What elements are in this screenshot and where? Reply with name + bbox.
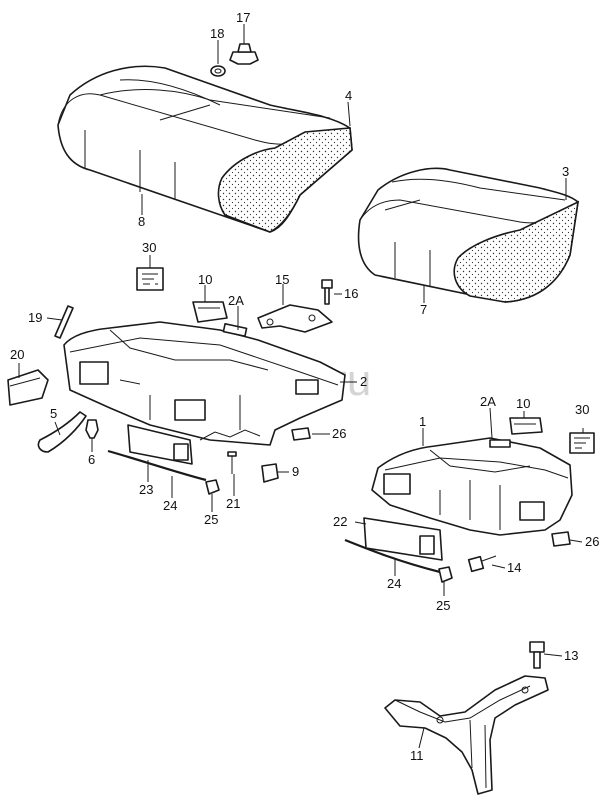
- seat-frame-right: [371, 437, 573, 536]
- callout-26-left: 26: [332, 426, 346, 441]
- label-30-right: [569, 432, 595, 454]
- clip-6: [85, 419, 99, 439]
- callout-7: 7: [420, 302, 427, 317]
- callout-13: 13: [564, 648, 578, 663]
- callout-21: 21: [226, 496, 240, 511]
- pad-10-left: [192, 301, 228, 323]
- callout-25-left: 25: [204, 512, 218, 527]
- callout-2a-right: 2A: [480, 394, 496, 409]
- grommet-18: [210, 65, 226, 77]
- callout-11: 11: [410, 748, 424, 763]
- bolt-16: [321, 279, 333, 305]
- seat-cushion-large: [57, 65, 353, 233]
- panel-23: [127, 424, 193, 465]
- strap-5: [37, 411, 87, 453]
- callout-26-right: 26: [585, 534, 599, 549]
- cable-24-left: [107, 449, 207, 482]
- bracket-15: [257, 304, 333, 333]
- seat-frame-left: [63, 321, 346, 446]
- callout-17: 17: [236, 10, 250, 25]
- clip-9: [261, 463, 279, 483]
- callout-6: 6: [88, 452, 95, 467]
- pad-26-left: [291, 427, 311, 441]
- bolt-13: [529, 641, 545, 669]
- callout-8: 8: [138, 214, 145, 229]
- screw-21: [227, 451, 237, 474]
- bolt-14: [467, 555, 497, 573]
- pad-10-right: [509, 417, 543, 435]
- panel-22: [363, 517, 443, 561]
- cover-20: [7, 369, 49, 406]
- callout-2a-left: 2A: [228, 293, 244, 308]
- callout-10-right: 10: [516, 396, 530, 411]
- bracket-11: [384, 675, 549, 795]
- callout-16: 16: [344, 286, 358, 301]
- seat-cushion-small: [357, 167, 580, 303]
- nut-25-left: [205, 479, 220, 495]
- callout-4: 4: [345, 88, 352, 103]
- callout-10-left: 10: [198, 272, 212, 287]
- callout-3: 3: [562, 164, 569, 179]
- callout-5: 5: [50, 406, 57, 421]
- label-30-left: [136, 267, 164, 291]
- callout-20: 20: [10, 347, 24, 362]
- callout-1: 1: [419, 414, 426, 429]
- callout-30-right: 30: [575, 402, 589, 417]
- callout-labels: 17 18 4 3 8 7 30 10 15 16 2A 2 19 20 5 6…: [10, 10, 599, 763]
- wire-19: [54, 305, 74, 339]
- callout-9: 9: [292, 464, 299, 479]
- callout-15: 15: [275, 272, 289, 287]
- callout-24-left: 24: [163, 498, 177, 513]
- callout-22: 22: [333, 514, 347, 529]
- callout-14: 14: [507, 560, 521, 575]
- nut-25-right: [438, 566, 453, 583]
- callout-23: 23: [139, 482, 153, 497]
- pad-26-right: [551, 531, 571, 547]
- callout-30-left: 30: [142, 240, 156, 255]
- cable-24-right: [344, 538, 441, 574]
- callout-25-right: 25: [436, 598, 450, 613]
- callout-19: 19: [28, 310, 42, 325]
- callout-24-right: 24: [387, 576, 401, 591]
- leader-lines: [18, 24, 584, 749]
- callout-2: 2: [360, 374, 367, 389]
- callout-18: 18: [210, 26, 224, 41]
- clip-17: [229, 43, 259, 65]
